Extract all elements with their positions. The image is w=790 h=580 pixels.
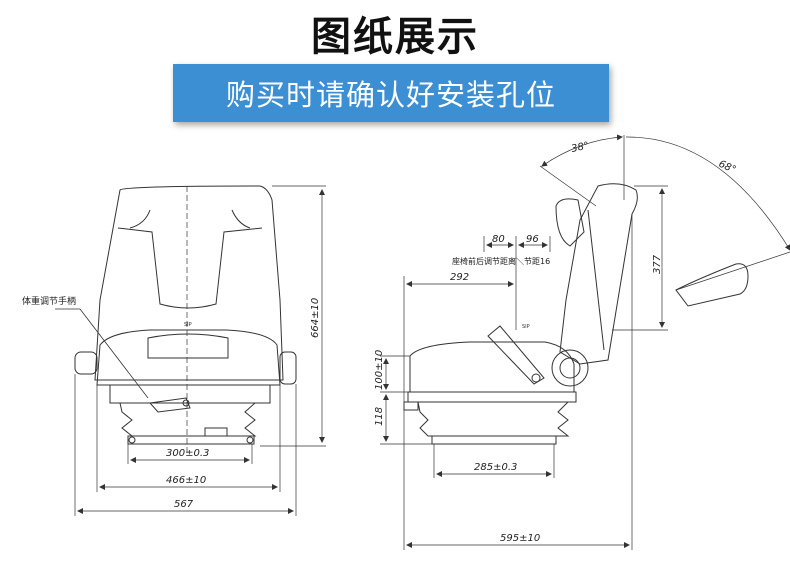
front-view: [74, 185, 297, 455]
side-angle-back: 68°: [717, 159, 738, 176]
install-hole-banner: 购买时请确认好安装孔位: [173, 64, 609, 122]
side-dim-cushion: 100±10: [374, 350, 385, 390]
side-cushion: [409, 341, 575, 393]
depth-dimension: [403, 276, 514, 550]
front-dimensions: [74, 185, 326, 516]
front-dim-hole-width: 300±0.3: [166, 448, 209, 459]
front-dim-height: 664±10: [310, 298, 321, 338]
side-dim-overall-depth: 595±10: [500, 533, 540, 544]
front-bellows: [119, 402, 257, 437]
overall-depth-dimension: [406, 214, 633, 550]
hole-depth-dimension: [433, 444, 555, 478]
front-logo: SIP: [184, 322, 192, 328]
back-height-dimension: [612, 185, 668, 331]
front-cushion: [96, 329, 281, 386]
side-dim-depth: 292: [450, 272, 469, 283]
side-dim-slide-a: 80: [492, 234, 505, 245]
side-dim-back-height: 377: [652, 254, 663, 274]
slide-dimensions: [483, 236, 551, 330]
vertical-dimensions: [380, 355, 432, 445]
front-dim-base-width: 466±10: [166, 475, 206, 486]
front-left-knob: [74, 351, 98, 375]
page-title: 图纸展示: [311, 14, 479, 60]
side-dim-hole-depth: 285±0.3: [474, 462, 517, 473]
side-logo: SIP: [522, 324, 530, 330]
side-view: [403, 183, 749, 445]
weight-handle-label: 体重调节手柄: [22, 295, 76, 307]
side-backrest-reclined: [675, 263, 749, 307]
side-bellows: [417, 401, 570, 437]
side-dim-suspension: 118: [374, 407, 385, 426]
weight-handle-callout: 体重调节手柄: [22, 295, 149, 399]
side-angle-recline: 38°: [570, 140, 590, 154]
side-angles: [539, 134, 790, 291]
front-backrest-inner: [117, 227, 263, 309]
front-right-knob: [279, 351, 297, 385]
front-dim-overall-width: 567: [174, 499, 194, 510]
side-dim-slide-b: 96: [526, 234, 539, 245]
side-backrest: [559, 183, 638, 365]
side-slide-label: 座椅前后调节距离＼节距16: [452, 256, 550, 266]
front-backrest: [94, 185, 284, 381]
